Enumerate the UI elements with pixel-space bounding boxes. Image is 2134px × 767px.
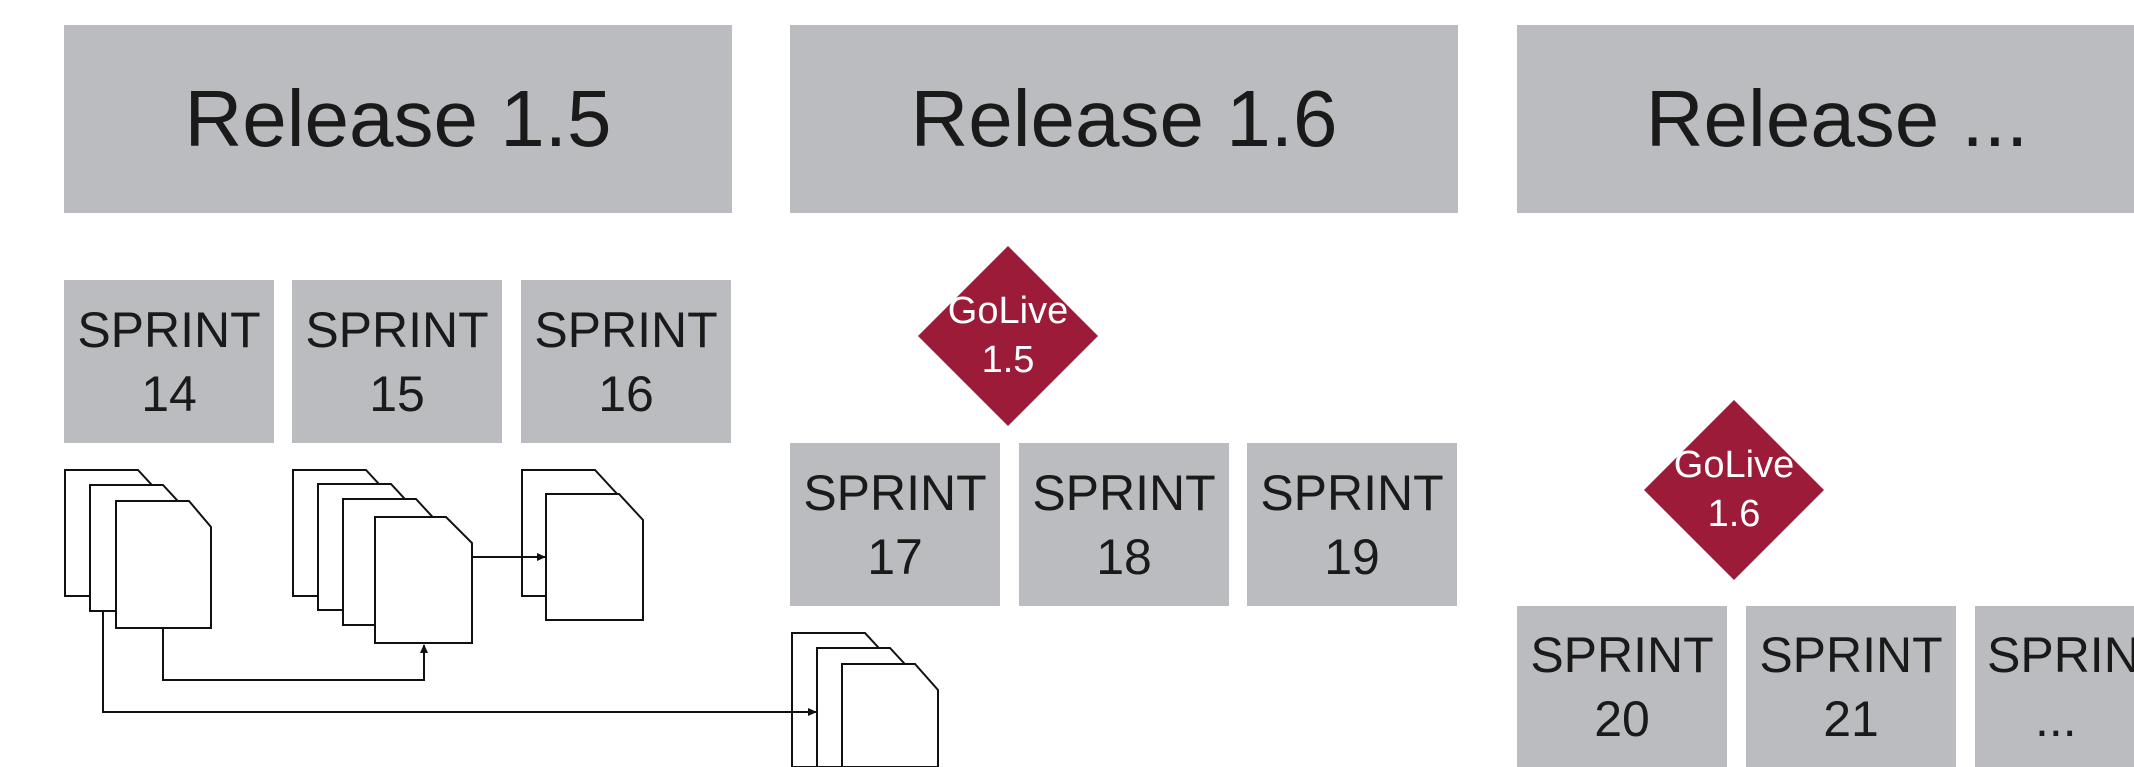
sprint-box-17: SPRINT 17 [790,443,1000,606]
golive-milestone-1-5: GoLive 1.5 [918,246,1098,426]
sprint-label: SPRINT [1759,626,1943,683]
golive-milestone-1-6: GoLive 1.6 [1644,400,1824,580]
sprint-box-14: SPRINT 14 [64,280,274,443]
release-header-1-6: Release 1.6 [790,25,1458,213]
golive-label: GoLive 1.5 [918,246,1098,426]
sprint-box-21: SPRINT 21 [1746,606,1956,767]
sprint-number: 20 [1594,690,1650,747]
sprint-label: SPRINT [77,301,261,358]
golive-version: 1.6 [1707,493,1761,535]
sprint-label: SPRINT [305,301,489,358]
golive-title: GoLive [947,289,1069,332]
sprint-label: SPRINT [1260,464,1444,521]
sprint-box-20: SPRINT 20 [1517,606,1727,767]
golive-title: GoLive [1673,443,1795,486]
sprint-box-15: SPRINT 15 [292,280,502,443]
sprint-label: SPRIN [1987,626,2134,683]
connector-arrow [162,629,428,681]
release-label: Release 1.6 [910,74,1338,163]
document-stack-icon [64,469,212,629]
sprint-label: SPRINT [803,464,987,521]
sprint-number: 14 [141,365,197,422]
sprint-box-19: SPRINT 19 [1247,443,1457,606]
sprint-number: ... [2035,690,2077,747]
sprint-box-16: SPRINT 16 [521,280,731,443]
sprint-number: 15 [369,365,425,422]
sprint-box-18: SPRINT 18 [1019,443,1229,606]
sprint-number: 16 [598,365,654,422]
release-label: Release ... [1645,74,2029,163]
release-header-next: Release ... [1517,25,2134,213]
golive-label: GoLive 1.6 [1644,400,1824,580]
golive-version: 1.5 [981,339,1035,381]
sprint-box-next: SPRIN ... [1975,606,2134,767]
document-stack-icon [292,469,473,644]
sprint-label: SPRINT [534,301,718,358]
connector-arrow [102,611,817,716]
document-stack-icon [791,632,939,767]
sprint-number: 17 [867,528,923,585]
release-label: Release 1.5 [184,74,612,163]
document-stack-icon [521,469,644,621]
milestone-diamond-icon [1644,400,1824,580]
sprint-label: SPRINT [1032,464,1216,521]
sprint-number: 19 [1324,528,1380,585]
release-header-1-5: Release 1.5 [64,25,732,213]
sprint-number: 18 [1096,528,1152,585]
sprint-number: 21 [1823,690,1879,747]
sprint-label: SPRINT [1530,626,1714,683]
milestone-diamond-icon [918,246,1098,426]
